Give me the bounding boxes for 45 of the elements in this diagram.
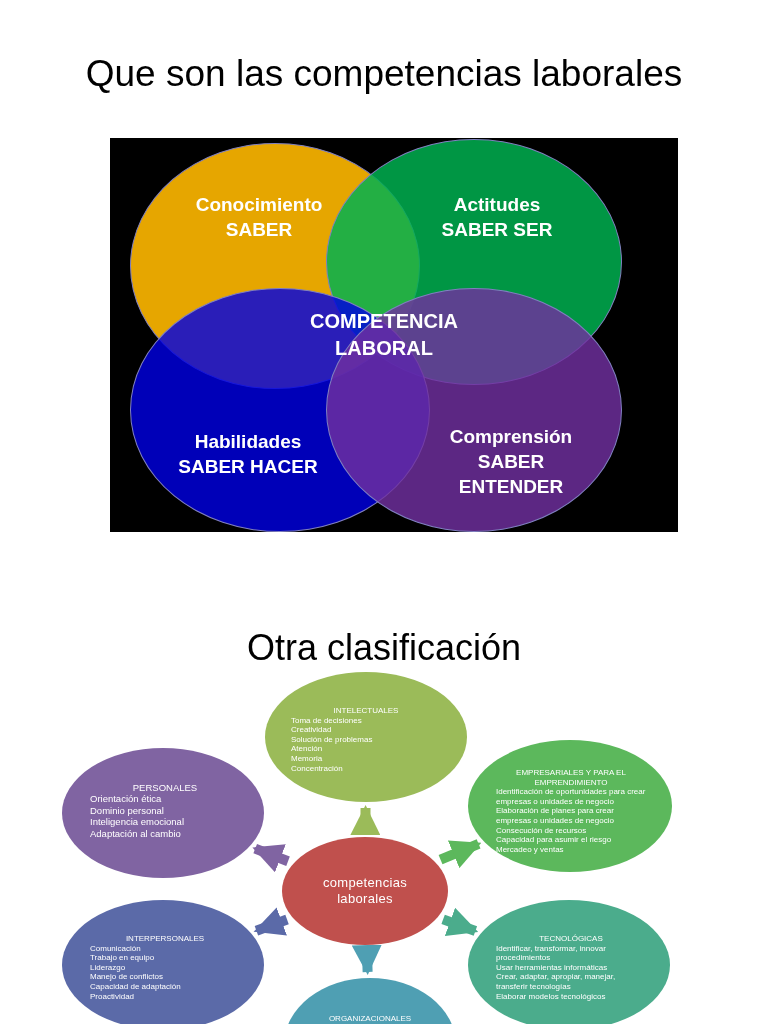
category-heading: INTELECTUALES [333, 706, 399, 716]
list-item: Creatividad [291, 725, 332, 735]
list-item: Identificación de oportunidades para crear empresas o unidades de negocio [496, 787, 646, 807]
list-item: Dominio personal [90, 804, 164, 817]
list-item: Capacidad de adaptación [90, 981, 181, 992]
list-item: Identificar, transformar, innovar procedimientos [496, 943, 607, 963]
category-heading: EMPRESARIALES Y PARA EL EMPRENDIMIENTO [515, 768, 627, 788]
list-item: Memoria [291, 753, 323, 764]
circle-label: Actitudes SABER SER [440, 193, 554, 242]
block-arrow [441, 907, 479, 936]
list-item: Crear, adaptar, apropiar, manejar, transferir tecnologías [496, 972, 617, 992]
list-item: Usar herramientas informáticas [496, 962, 608, 973]
list-item: Elaborar modelos tecnológicos [496, 991, 606, 1002]
category-heading: INTERPERSONALES [125, 934, 205, 944]
list-item: Concentración [291, 763, 343, 774]
block-arrow [438, 839, 482, 869]
venn-center-label: COMPETENCIA LABORAL [309, 309, 459, 361]
list-item: Comunicación [90, 943, 141, 954]
list-item: Mercadeo y ventas [496, 844, 564, 855]
category-heading: TECNOLÓGICAS [539, 934, 603, 944]
list-item: Inteligencia emocional [90, 816, 184, 828]
list-item: Adaptación al cambio [90, 827, 181, 839]
page-title: Que son las competencias laborales [84, 52, 684, 96]
category-heading: PERSONALES [132, 782, 198, 794]
list-item: Solución de problemas [291, 734, 373, 745]
list-item: Proactividad [90, 991, 135, 1002]
circle-label: Habilidades SABER HACER [177, 430, 319, 479]
block-arrow [253, 907, 289, 936]
list-item: Trabajo en equipo [90, 953, 155, 963]
section-title: Otra clasificación [245, 626, 523, 670]
list-item: Elaboración de planes para crear empresas o unidades de negocio [496, 806, 615, 826]
block-arrow [252, 843, 290, 873]
list-item: Toma de decisiones [291, 715, 362, 726]
category-heading: ORGANIZACIONALES [328, 1014, 412, 1024]
circle-label: Conocimiento SABER [194, 193, 324, 242]
list-item: Atención [291, 744, 323, 754]
list-item: Liderazgo [90, 962, 126, 973]
list-item: Manejo de conflictos [90, 972, 163, 982]
circle-label: Comprensión SABER ENTENDER [448, 425, 574, 499]
list-item: Orientación ética [90, 793, 162, 805]
block-arrow [350, 805, 381, 836]
block-arrow [351, 944, 382, 975]
center-label: competencias laborales [321, 875, 409, 907]
list-item: Consecución de recursos [496, 825, 587, 836]
list-item: Capacidad para asumir el riesgo [496, 835, 612, 845]
